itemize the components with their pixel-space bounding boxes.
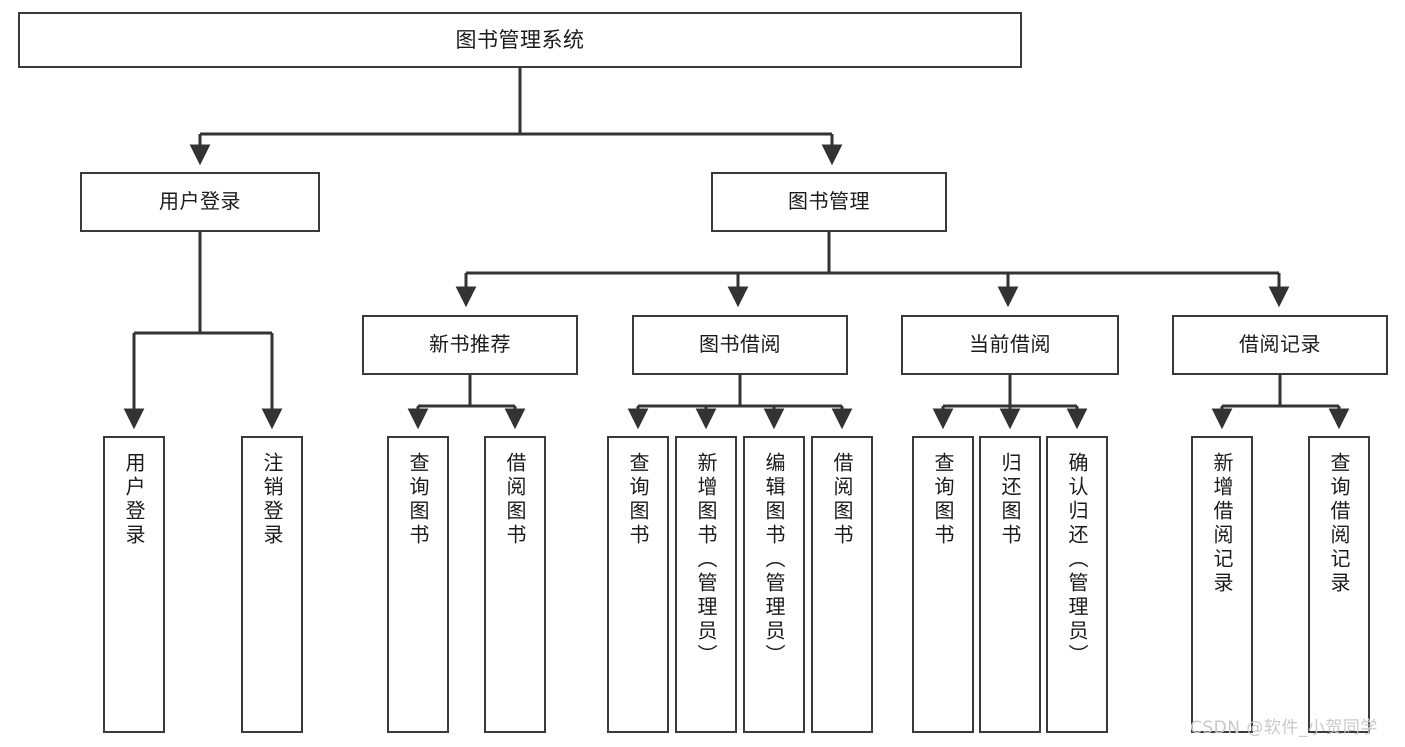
node-leaf-query-book-3[interactable]: 查询图书: [912, 436, 974, 733]
node-leaf-user-login[interactable]: 用户登录: [103, 436, 165, 733]
node-leaf-add-book[interactable]: 新增图书（管理员）: [675, 436, 737, 733]
node-leaf-confirm-return[interactable]: 确认归还（管理员）: [1046, 436, 1108, 733]
node-leaf-query-record-label: 查询借阅记录: [1327, 452, 1351, 596]
node-leaf-query-book-2[interactable]: 查询图书: [607, 436, 669, 733]
node-book-borrow-label: 图书借阅: [699, 332, 781, 357]
node-leaf-query-record[interactable]: 查询借阅记录: [1308, 436, 1370, 733]
node-root[interactable]: 图书管理系统: [18, 12, 1022, 68]
node-root-label: 图书管理系统: [455, 27, 585, 52]
node-leaf-add-record[interactable]: 新增借阅记录: [1191, 436, 1253, 733]
node-leaf-logout-label: 注销登录: [260, 452, 284, 548]
node-borrow-record-label: 借阅记录: [1239, 332, 1321, 357]
node-leaf-borrow-book-2[interactable]: 借阅图书: [811, 436, 873, 733]
node-leaf-borrow-book-1-label: 借阅图书: [503, 452, 527, 548]
node-leaf-query-book-2-label: 查询图书: [626, 452, 650, 548]
node-current-borrow-label: 当前借阅: [969, 332, 1051, 357]
node-book-borrow[interactable]: 图书借阅: [632, 315, 848, 375]
node-leaf-confirm-return-label: 确认归还（管理员）: [1065, 452, 1089, 668]
node-leaf-edit-book[interactable]: 编辑图书（管理员）: [743, 436, 805, 733]
csdn-watermark: CSDN @软件_小贺同学: [1190, 718, 1378, 738]
node-borrow-record[interactable]: 借阅记录: [1172, 315, 1388, 375]
node-leaf-query-book-3-label: 查询图书: [931, 452, 955, 548]
node-current-borrow[interactable]: 当前借阅: [901, 315, 1119, 375]
node-leaf-query-book-1[interactable]: 查询图书: [387, 436, 449, 733]
node-leaf-borrow-book-1[interactable]: 借阅图书: [484, 436, 546, 733]
node-leaf-return-book[interactable]: 归还图书: [979, 436, 1041, 733]
node-book-manage-label: 图书管理: [788, 189, 870, 214]
node-leaf-user-login-label: 用户登录: [122, 452, 146, 548]
node-new-book-rec[interactable]: 新书推荐: [362, 315, 578, 375]
node-leaf-query-book-1-label: 查询图书: [406, 452, 430, 548]
node-leaf-borrow-book-2-label: 借阅图书: [830, 452, 854, 548]
node-user-login[interactable]: 用户登录: [80, 172, 320, 232]
node-leaf-logout[interactable]: 注销登录: [241, 436, 303, 733]
node-new-book-rec-label: 新书推荐: [429, 332, 511, 357]
node-book-manage[interactable]: 图书管理: [711, 172, 947, 232]
node-leaf-edit-book-label: 编辑图书（管理员）: [762, 452, 786, 668]
node-leaf-return-book-label: 归还图书: [998, 452, 1022, 548]
node-leaf-add-record-label: 新增借阅记录: [1210, 452, 1234, 596]
node-user-login-label: 用户登录: [159, 189, 241, 214]
node-leaf-add-book-label: 新增图书（管理员）: [694, 452, 718, 668]
